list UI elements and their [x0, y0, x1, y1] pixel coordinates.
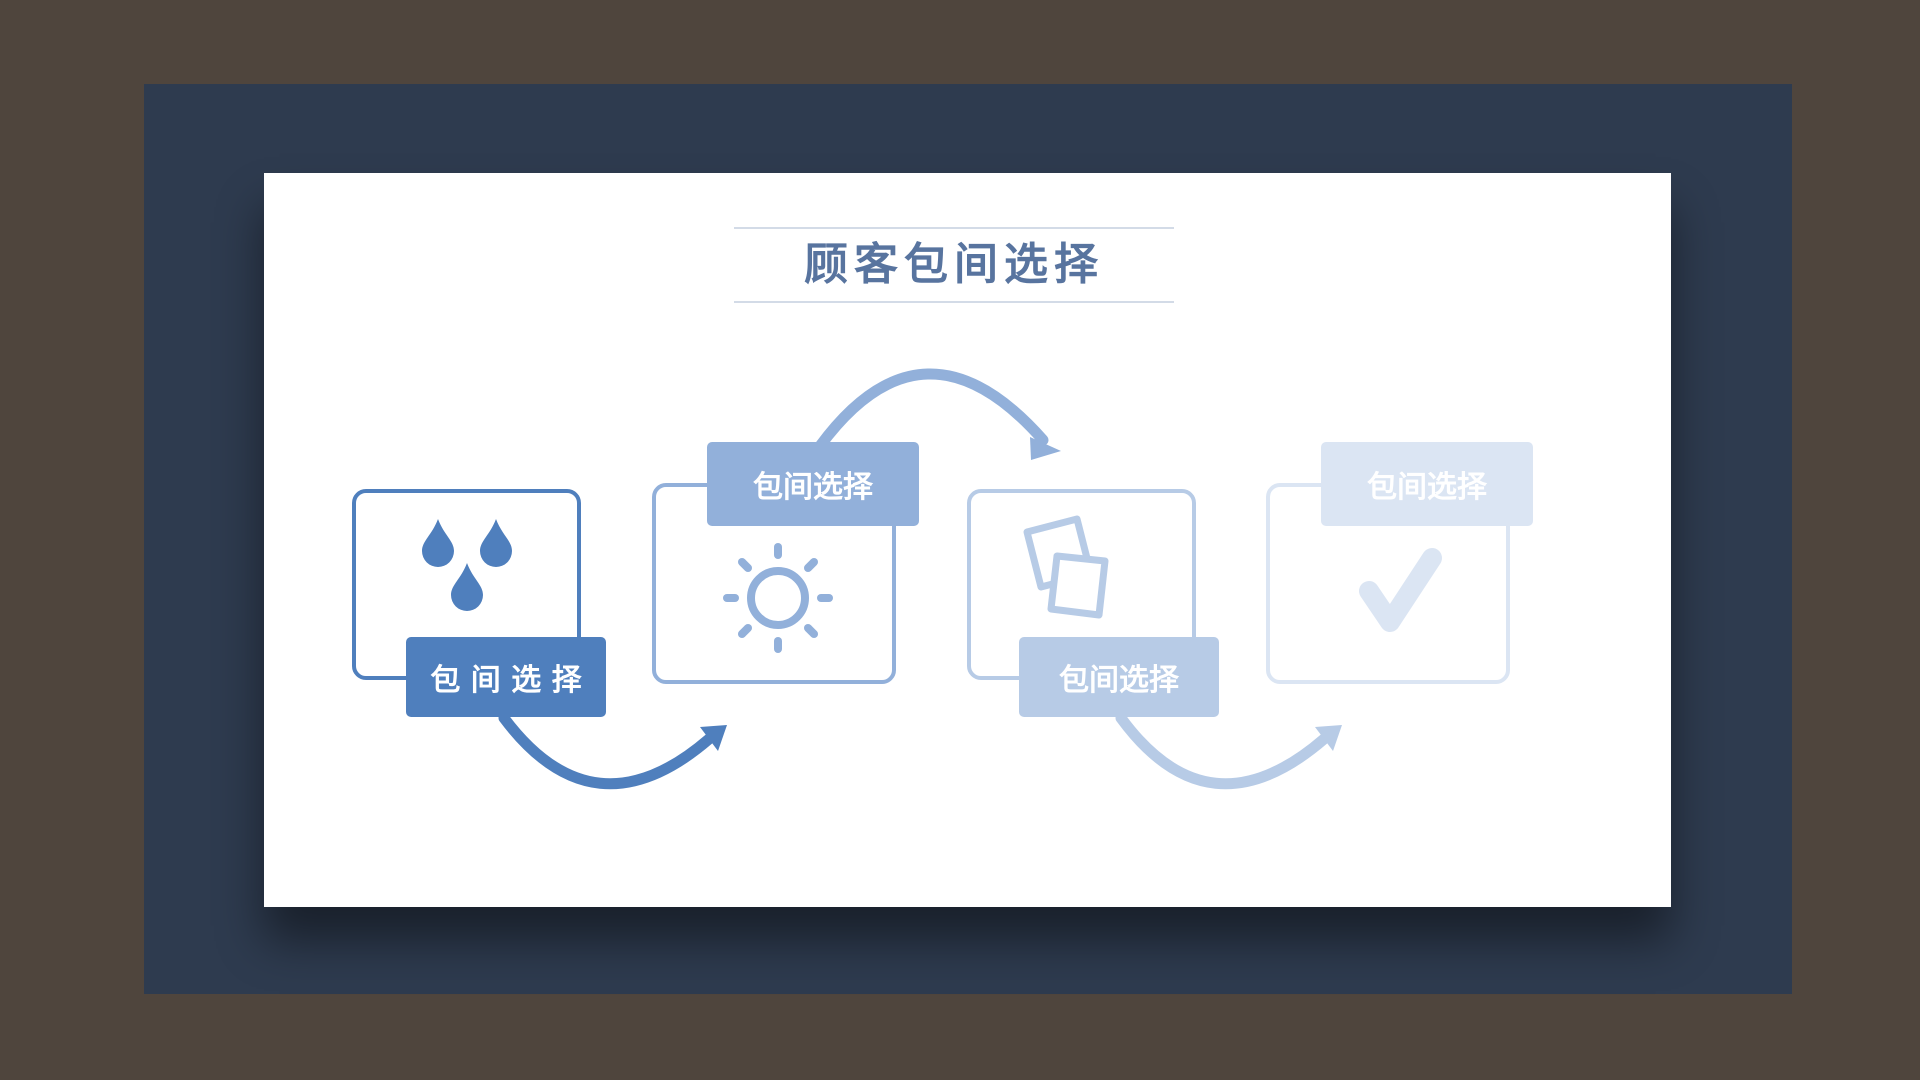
slide-title: 顾客包间选择	[804, 239, 1104, 290]
step-4-label: 包间选择	[1321, 442, 1533, 526]
arrow-step3-to-step4	[1115, 712, 1342, 790]
sun-icon	[723, 543, 833, 653]
checkmark-icon	[1359, 548, 1442, 632]
title-bottom-rule	[734, 301, 1174, 303]
water-drops-icon	[422, 519, 512, 611]
arrow-step1-to-step2	[498, 712, 727, 790]
step-1-label: 包 间 选 择	[406, 637, 606, 717]
arrow-step2-to-step3	[814, 368, 1061, 460]
step-3-label: 包间选择	[1019, 637, 1219, 717]
title-block: 顾客包间选择	[734, 227, 1174, 303]
papers-icon	[1023, 515, 1109, 619]
slide: 顾客包间选择	[264, 173, 1671, 907]
flow-arrows	[498, 368, 1342, 790]
process-diagram: 包 间 选 择 包间选择	[264, 173, 1671, 907]
title-top-rule	[734, 227, 1174, 229]
step-2-label: 包间选择	[707, 442, 919, 526]
